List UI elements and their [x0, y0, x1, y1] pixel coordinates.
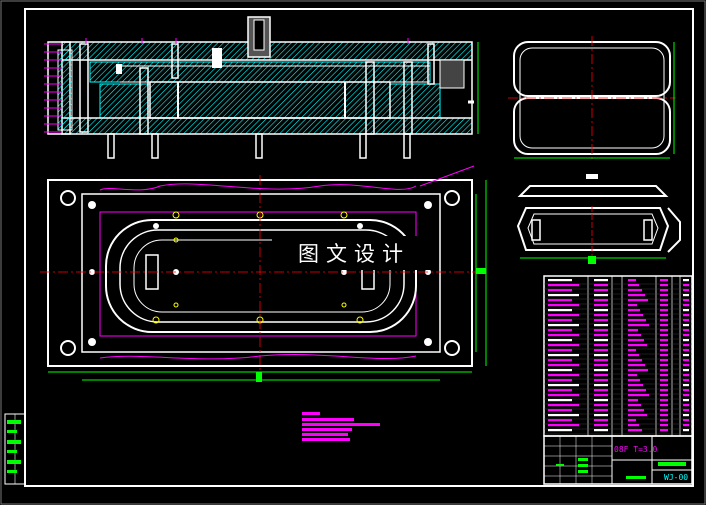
- plan-view: [40, 165, 487, 382]
- watermark: 图文设计: [272, 236, 436, 270]
- section-view: [44, 16, 479, 159]
- technical-notes: [302, 412, 380, 441]
- revision-strip: [4, 413, 26, 485]
- part-side-view: [516, 185, 681, 264]
- drawing-number-label: WJ-00: [664, 473, 689, 482]
- material-thickness-label: 08F T=3.0: [614, 445, 658, 454]
- title-block: [543, 435, 693, 485]
- bom-table: [543, 275, 693, 437]
- part-top-view: [508, 36, 676, 179]
- drawing-frame: [24, 8, 694, 487]
